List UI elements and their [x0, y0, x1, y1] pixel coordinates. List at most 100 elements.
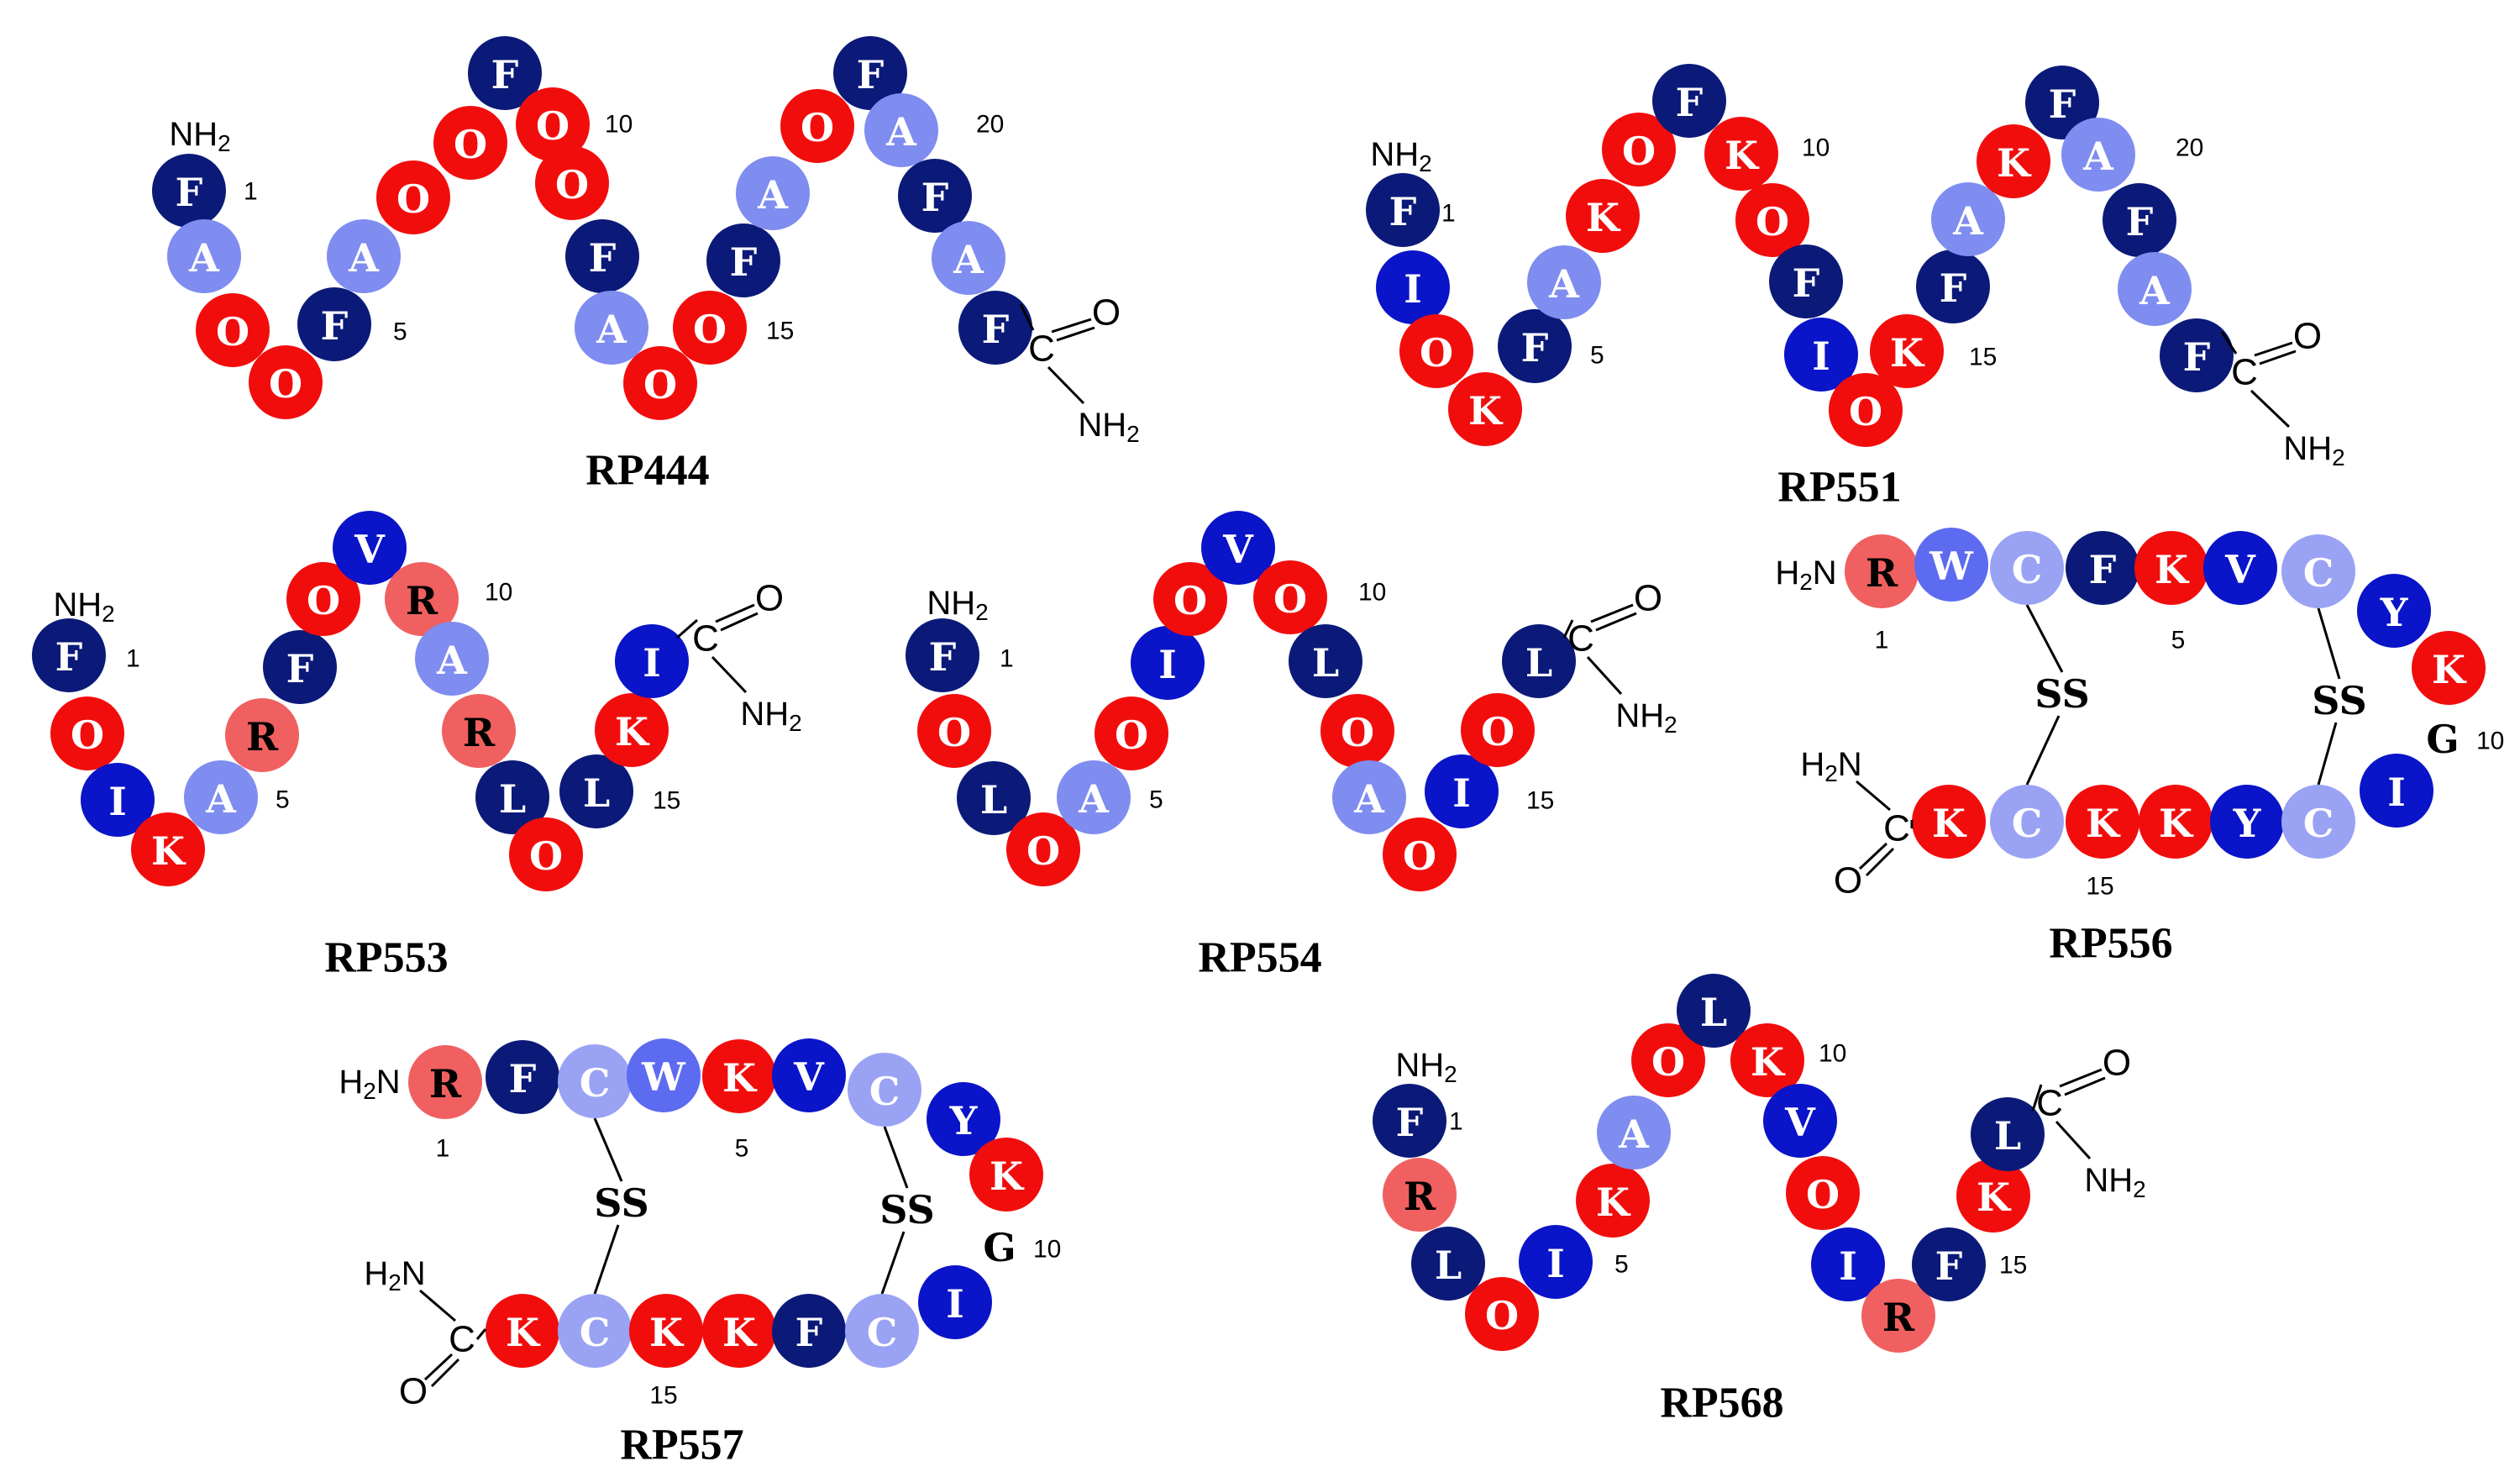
residue-letter: O	[396, 176, 430, 222]
residue: O	[1006, 812, 1080, 886]
residue: F	[2160, 318, 2234, 392]
residue-letter: O	[1622, 129, 1656, 174]
residue: A	[575, 291, 648, 365]
residue-letter: R	[406, 578, 438, 623]
residue-circle	[1597, 1096, 1671, 1170]
residue-circle	[917, 694, 991, 768]
residue-circle	[2210, 785, 2284, 859]
residue: K	[1576, 1164, 1650, 1238]
residue: A	[184, 760, 258, 834]
residue-letter: F	[321, 303, 349, 349]
residue-circle	[1461, 693, 1535, 767]
residue-circle	[2066, 531, 2139, 605]
residue-circle	[1956, 1159, 2030, 1233]
residue: C	[558, 1044, 632, 1118]
carbonyl-oxygen: O	[2293, 316, 2322, 357]
residue-letter: O	[1115, 712, 1148, 758]
residue-letter: K	[1890, 330, 1925, 376]
bond	[676, 618, 698, 639]
residue-circle	[1912, 1227, 1986, 1301]
residue-circle	[1383, 1158, 1457, 1232]
residue-circle	[1006, 812, 1080, 886]
residue-circle	[286, 562, 360, 636]
residue-number-label: 1	[1875, 627, 1889, 654]
residue-circle	[1914, 528, 1988, 602]
residue: I	[1425, 754, 1499, 828]
residue-letter: F	[1940, 265, 1967, 311]
residue-number-label: 5	[393, 318, 407, 346]
residue-circle	[2061, 118, 2135, 192]
c-terminus-amide: H2N	[364, 1255, 425, 1296]
residue-circle	[2360, 754, 2433, 828]
residue: F	[906, 618, 979, 692]
residue: F	[1366, 173, 1440, 247]
residue-letter: L	[980, 777, 1007, 823]
double-bond	[430, 1358, 460, 1388]
residue: F	[263, 630, 337, 704]
residue: O	[509, 817, 583, 891]
disulfide-label: SS	[879, 1187, 934, 1233]
residue-letter: C	[2303, 550, 2334, 596]
residue-circle	[509, 817, 583, 891]
residue: C	[848, 1053, 921, 1127]
residue: I	[81, 763, 155, 837]
residue-circle	[772, 1294, 846, 1368]
residue-circle	[958, 291, 1032, 365]
residue: O	[1735, 183, 1809, 257]
residue-circle	[1411, 1227, 1485, 1301]
residue: O	[780, 89, 854, 163]
carbonyl-oxygen: O	[1834, 860, 1862, 901]
residue: I	[1811, 1227, 1885, 1301]
residue-circle	[1332, 760, 1406, 834]
residue: R	[442, 694, 516, 768]
residue-circle	[376, 160, 450, 234]
residue-letter: A	[205, 776, 237, 822]
residue: F	[152, 154, 226, 228]
residue-letter: O	[216, 309, 249, 355]
residue: F	[2066, 531, 2139, 605]
residue: I	[918, 1265, 992, 1339]
residue: L	[1411, 1227, 1485, 1301]
bond	[711, 655, 748, 694]
residue-circle	[263, 630, 337, 704]
double-bond	[2259, 350, 2297, 365]
carbonyl-carbon: C	[2036, 1083, 2063, 1124]
bond	[2250, 389, 2291, 428]
residue-circle	[1977, 124, 2050, 198]
disulfide-bond	[593, 1224, 620, 1295]
residue: O	[1383, 817, 1457, 891]
residue-letter: O	[1341, 710, 1374, 755]
residue-letter: A	[2139, 268, 2171, 313]
residue: F	[2103, 183, 2176, 257]
residue-circle	[196, 293, 270, 367]
residue-circle	[1253, 560, 1327, 634]
double-bond	[1865, 847, 1895, 877]
residue: C	[1990, 785, 2064, 859]
residue-number-label: 20	[976, 111, 1004, 139]
residue: O	[1320, 694, 1394, 768]
c-terminus-amide: NH2	[2283, 430, 2344, 470]
residue: O	[1461, 693, 1535, 767]
residue-number-label: 1	[1000, 645, 1014, 673]
residue-circle	[1912, 785, 1986, 859]
residue: K	[2412, 631, 2486, 705]
residue-letter: C	[867, 1310, 898, 1355]
residue: I	[1131, 626, 1205, 700]
peptide-title: RP556	[2049, 920, 2172, 968]
residue-letter: W	[641, 1054, 686, 1100]
bond	[1562, 619, 1574, 639]
residue: C	[558, 1294, 632, 1368]
residue-circle	[848, 1053, 921, 1127]
residue-circle	[1153, 562, 1227, 636]
residue: A	[2118, 252, 2192, 326]
residue-letter: C	[2012, 801, 2043, 846]
residue-letter: O	[1849, 389, 1882, 434]
residue-letter: L	[499, 776, 526, 822]
residue-circle	[1704, 117, 1778, 191]
residue-circle	[623, 346, 697, 420]
residue: O	[1829, 373, 1903, 447]
n-terminus-label: H2N	[339, 1064, 400, 1104]
disulfide-bond	[2317, 607, 2341, 680]
residue-letter: O	[1651, 1039, 1685, 1085]
